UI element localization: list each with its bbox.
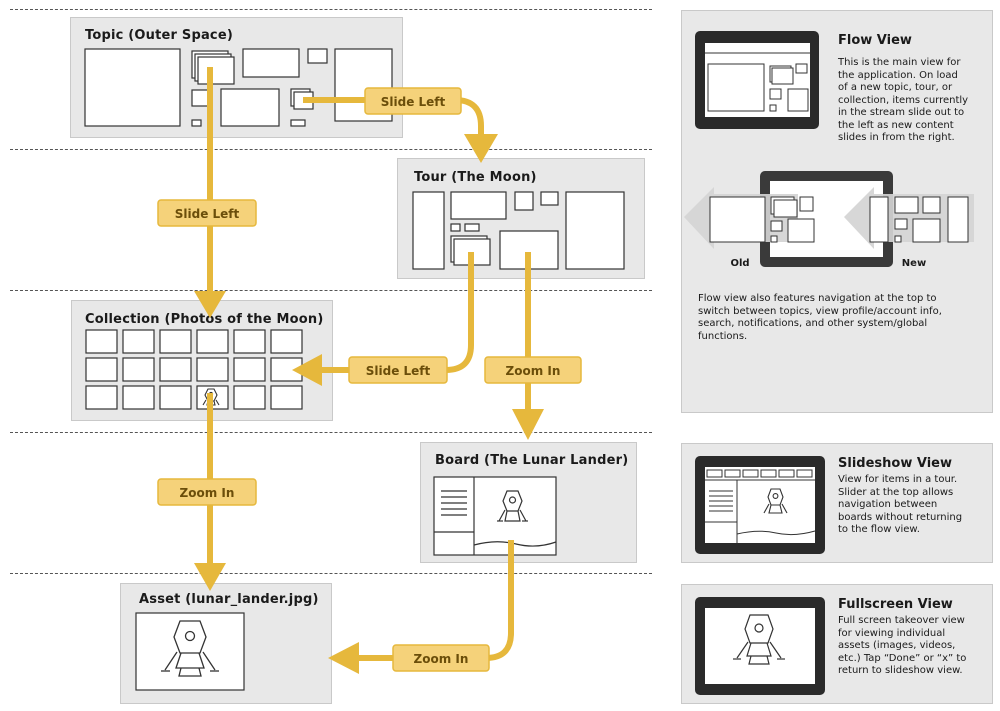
asset-node: Asset (lunar_lander.jpg) xyxy=(120,583,332,704)
slideshow-view-panel: Slideshow View View for items in a tour.… xyxy=(681,443,993,563)
arrow-board-asset xyxy=(357,540,514,661)
flow-transition-diagram: Old New xyxy=(684,171,974,269)
collection-title: Collection (Photos of the Moon) xyxy=(85,312,324,327)
arrowhead xyxy=(194,291,226,318)
arrowhead xyxy=(328,642,359,674)
old-label: Old xyxy=(730,258,749,269)
lander-icon xyxy=(497,490,528,522)
arrow-tour-collection xyxy=(320,252,474,373)
flow-view-title: Flow View xyxy=(838,33,912,48)
topic-title: Topic (Outer Space) xyxy=(85,28,233,43)
row-separator xyxy=(10,149,652,150)
flow-arrows: Slide Left Slide Left Slide Left Zoom In… xyxy=(157,67,582,674)
slideshow-view-desc: View for items in a tour. Slider at the … xyxy=(838,474,963,535)
asset-thumbnail xyxy=(135,612,245,691)
board-thumbnail xyxy=(433,476,557,556)
lander-icon xyxy=(763,488,788,514)
label-tour-collection: Slide Left xyxy=(366,364,431,378)
slideshow-view-title: Slideshow View xyxy=(838,456,952,471)
row-separator xyxy=(10,290,652,291)
arrowhead xyxy=(194,563,226,591)
tour-title: Tour (The Moon) xyxy=(414,170,537,185)
label-tour-board: Zoom In xyxy=(506,364,561,378)
fullscreen-view-title: Fullscreen View xyxy=(838,597,953,612)
row-separator xyxy=(10,573,652,574)
flow-view-extra: Flow view also features navigation at th… xyxy=(698,293,942,342)
board-title: Board (The Lunar Lander) xyxy=(435,453,629,468)
arrowhead xyxy=(464,134,498,163)
label-collection-asset: Zoom In xyxy=(180,486,235,500)
topic-node: Topic (Outer Space) xyxy=(70,17,403,138)
lander-icon xyxy=(733,614,785,665)
flow-view-panel: Flow View This is the main view for the … xyxy=(681,10,993,413)
slideshow-device-icon xyxy=(695,456,825,554)
label-topic-collection: Slide Left xyxy=(175,207,240,221)
asset-title: Asset (lunar_lander.jpg) xyxy=(139,592,319,607)
arrowhead xyxy=(512,409,544,440)
label-topic-tour: Slide Left xyxy=(381,95,446,109)
fullscreen-view-desc: Full screen takeover view for viewing in… xyxy=(838,615,967,676)
flow-device-icon xyxy=(695,31,819,129)
new-label: New xyxy=(902,258,926,269)
lander-icon xyxy=(161,620,219,677)
board-node: Board (The Lunar Lander) xyxy=(420,442,637,563)
fullscreen-device-icon xyxy=(695,597,825,695)
arrowhead xyxy=(292,354,322,386)
fullscreen-view-panel: Fullscreen View Full screen takeover vie… xyxy=(681,584,993,704)
label-board-asset: Zoom In xyxy=(414,652,469,666)
row-separator xyxy=(10,432,652,433)
collection-node: Collection (Photos of the Moon) xyxy=(71,300,333,421)
row-separator xyxy=(10,9,652,10)
flow-view-desc: This is the main view for the applicatio… xyxy=(838,57,969,143)
